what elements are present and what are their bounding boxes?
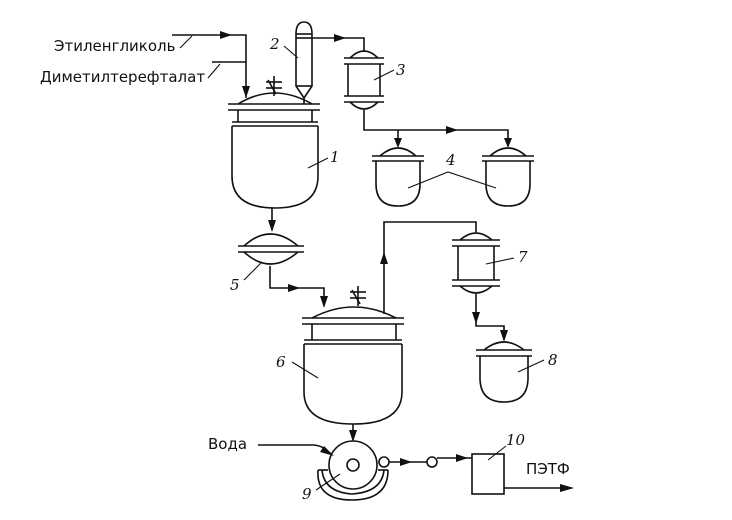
dimethyl-terephthalate-tick: [207, 63, 221, 79]
label-7: 7: [518, 248, 528, 266]
condenser7-to-receiver8-line: [472, 294, 508, 342]
leader-1: [307, 157, 329, 169]
column-to-condenser-line: [312, 34, 365, 52]
receiver-4a: [372, 147, 424, 207]
reactor6-to-condenser7-line: [380, 221, 477, 314]
product-output-line: [504, 484, 574, 492]
label-2: 2: [269, 35, 280, 53]
leader-2: [283, 45, 299, 59]
label-6: 6: [276, 353, 286, 371]
ethylene-glycol-label: Этиленгликоль: [54, 37, 175, 55]
leader-10: [487, 445, 507, 461]
label-9: 9: [302, 485, 312, 503]
ethylene-glycol-feed-line: [172, 31, 247, 98]
stirrer-6-icon: [350, 286, 366, 306]
rollers: [378, 454, 472, 468]
leader-7: [485, 257, 515, 265]
condenser-3: [344, 50, 384, 110]
label-1: 1: [330, 148, 340, 166]
leader-5: [243, 261, 263, 281]
product-label: ПЭТФ: [526, 460, 570, 478]
label-8: 8: [548, 351, 558, 369]
receiver-4b: [482, 147, 534, 207]
filter-5: [238, 233, 304, 265]
receiver-8: [476, 341, 532, 403]
label-5: 5: [230, 276, 240, 294]
ethylene-glycol-tick: [179, 35, 193, 49]
stirrer-1-icon: [266, 76, 282, 96]
filter-to-reactor6-line: [269, 266, 328, 308]
label-4: 4: [445, 151, 456, 169]
granulator-10: [471, 453, 505, 495]
reactor-1: [228, 92, 320, 209]
leader-3: [373, 69, 395, 81]
condenser-7: [452, 232, 500, 294]
leader-6: [291, 361, 319, 379]
dimethyl-terephthalate-label: Диметилтерефталат: [40, 68, 205, 86]
label-3: 3: [396, 61, 406, 79]
reactor-6: [302, 306, 404, 425]
reactor1-to-filter-line: [268, 208, 276, 232]
water-label: Вода: [208, 435, 247, 453]
leader-4: [407, 171, 497, 189]
leader-8: [517, 359, 545, 373]
leader-9: [315, 473, 341, 491]
dmt-feed-line: [212, 61, 250, 98]
label-10: 10: [506, 431, 526, 449]
reactor6-to-casting-line: [349, 424, 357, 442]
column-2: [295, 21, 313, 100]
casting-unit-9: [317, 440, 389, 501]
water-feed-line: [258, 444, 334, 456]
condenser-to-receivers-line: [363, 110, 512, 148]
